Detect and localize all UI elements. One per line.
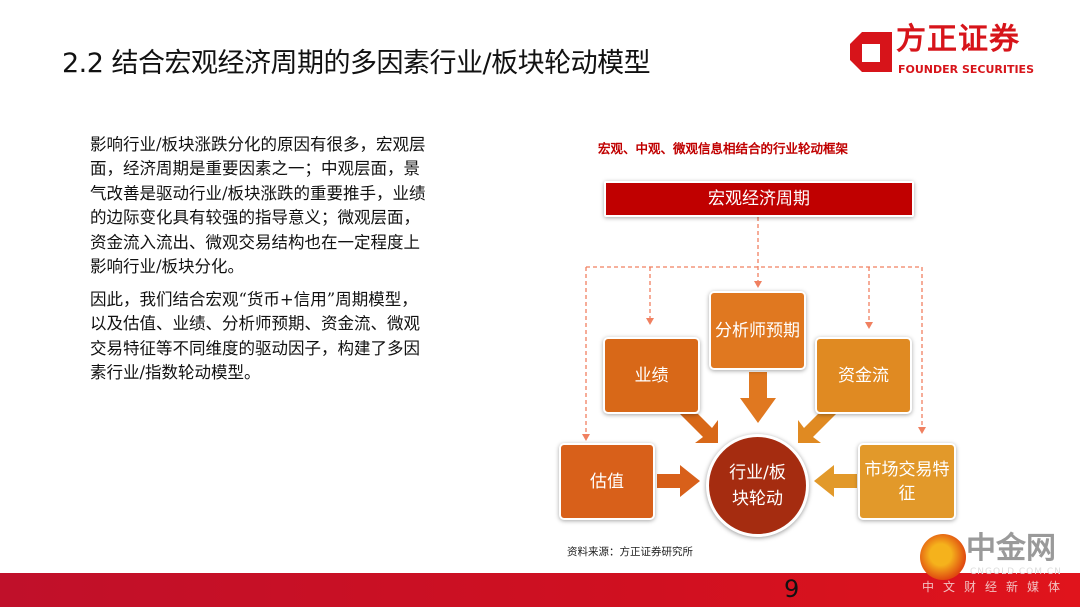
text-line: 影响行业/板块涨跌分化的原因有很多，宏观层 <box>90 135 426 154</box>
market-trading-box: 市场交易特征 <box>858 443 956 520</box>
paragraph-1: 影响行业/板块涨跌分化的原因有很多，宏观层 面，经济周期是重要因素之一；中观层面… <box>90 133 510 279</box>
footer-band <box>0 573 1080 607</box>
arrow-performance <box>680 414 718 443</box>
founder-logo-icon <box>850 32 892 72</box>
diagram-title: 宏观、中观、微观信息相结合的行业轮动框架 <box>598 141 849 156</box>
watermark-sub: 中文财经新媒体 <box>922 580 1070 594</box>
text-line: 资金流入流出、微观交易结构也在一定程度上 <box>90 232 420 252</box>
dashed-lines <box>585 217 923 434</box>
logo-text-cn: 方正证券 <box>896 22 1020 57</box>
watermark-cn: 中金网 <box>966 531 1056 566</box>
cngold-logo-icon <box>920 534 966 580</box>
text-line: 影响行业/板块分化。 <box>90 256 245 276</box>
text-line: 以及估值、业绩、分析师预期、资金流、微观 <box>90 314 420 334</box>
industry-rotation-circle: 行业/板 块轮动 <box>706 434 809 537</box>
core-line-2: 块轮动 <box>732 488 783 509</box>
text-line: 面，经济周期是重要因素之一；中观层面，景 <box>90 159 420 179</box>
text-line: 气改善是驱动行业/板块涨跌的重要推手，业绩 <box>90 183 426 203</box>
text-line: 的边际变化具有较强的指导意义；微观层面， <box>90 208 420 228</box>
logo-text-en: FOUNDER SECURITIES <box>898 63 1034 76</box>
performance-box: 业绩 <box>603 337 700 414</box>
text-line: 因此，我们结合宏观“货币+信用”周期模型， <box>90 290 418 309</box>
core-line-1: 行业/板 <box>729 462 786 483</box>
analyst-expectation-box: 分析师预期 <box>709 291 806 370</box>
valuation-box: 估值 <box>559 443 655 520</box>
arrow-market <box>814 465 857 497</box>
page-number: 9 <box>784 575 800 603</box>
arrow-valuation <box>657 465 700 497</box>
arrow-fund <box>798 414 836 443</box>
text-line: 交易特征等不同维度的驱动因子，构建了多因 <box>90 338 420 358</box>
source-note: 资料来源：方正证券研究所 <box>567 546 693 558</box>
text-line: 素行业/指数轮动模型。 <box>90 363 261 383</box>
arrow-analyst <box>740 372 776 423</box>
watermark-en: CNGOLD.COM.CN <box>970 567 1062 577</box>
slide-title: 2.2 结合宏观经济周期的多因素行业/板块轮动模型 <box>62 48 651 79</box>
paragraph-2: 因此，我们结合宏观“货币+信用”周期模型， 以及估值、业绩、分析师预期、资金流、… <box>90 288 510 386</box>
fund-flow-box: 资金流 <box>815 337 912 414</box>
macro-cycle-box: 宏观经济周期 <box>604 181 914 217</box>
dash-arrowheads <box>582 281 926 441</box>
